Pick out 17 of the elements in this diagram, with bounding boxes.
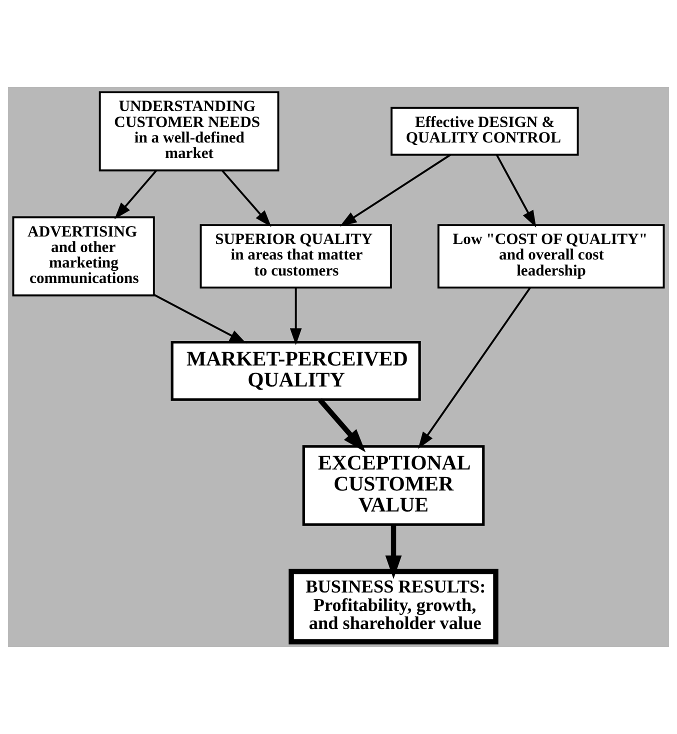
arrow [385,524,402,579]
node-box: SUPERIOR QUALITY in areas that matter to customers [200,224,392,289]
node-box: ADVERTISING and other marketing communications [12,216,155,296]
arrow [418,287,531,449]
arrow [154,294,247,344]
node-box: Low "COST OF QUALITY" and overall cost leadership [437,224,665,289]
arrow [318,398,366,452]
arrow [496,154,536,228]
node-box: Effective DESIGN & QUALITY CONTROL [390,106,579,156]
arrow [290,288,302,346]
arrow [114,170,157,220]
node-box: BUSINESS RESULTS: Profitability, growth, and shareholder value [288,568,498,644]
node-box: MARKET-PERCEIVED QUALITY [170,340,421,401]
arrow [222,170,272,227]
node-box: UNDERSTANDING CUSTOMER NEEDS in a well-defined market [98,91,280,172]
node-box: EXCEPTIONAL CUSTOMER VALUE [302,445,485,526]
arrow [340,154,452,227]
